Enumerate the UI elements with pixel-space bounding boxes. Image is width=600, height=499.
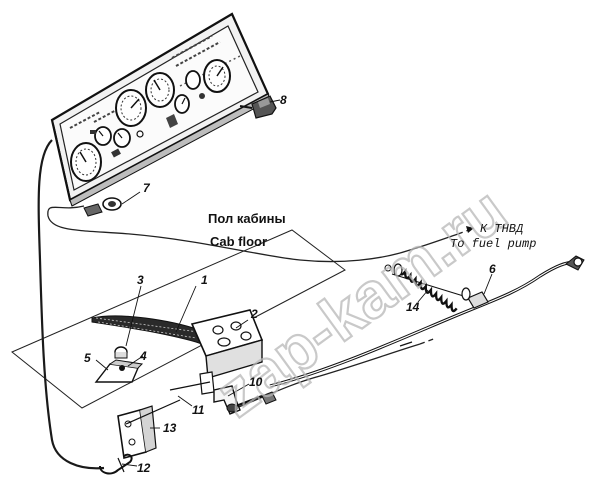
label-10: 10 — [249, 375, 263, 389]
cab-floor-label-ru: Пол кабины — [208, 211, 286, 226]
cab-floor-plane — [11, 229, 346, 409]
label-6: 6 — [489, 262, 496, 276]
arrow-fuel-pump — [466, 226, 474, 233]
fuel-pump-label-en: To fuel pump — [450, 237, 536, 251]
label-8: 8 — [280, 93, 287, 107]
rod-6 — [269, 255, 585, 388]
cable-upper — [47, 205, 459, 263]
fuel-pump-label-ru: К ТНВД — [480, 222, 523, 236]
label-5: 5 — [84, 351, 91, 365]
switch-8 — [239, 95, 277, 119]
label-13: 13 — [163, 421, 177, 435]
label-2: 2 — [250, 307, 258, 321]
label-7: 7 — [143, 181, 151, 195]
leader-lines — [95, 99, 493, 467]
cable-left — [37, 139, 105, 470]
spring-14 — [384, 263, 471, 313]
label-4: 4 — [139, 349, 147, 363]
accelerator-pedal — [91, 309, 277, 415]
bracket-13 — [117, 399, 181, 460]
connector-7 — [83, 197, 122, 217]
label-3: 3 — [137, 273, 144, 287]
clip-12 — [99, 453, 133, 475]
cable-lower — [235, 343, 421, 409]
label-11: 11 — [192, 403, 205, 417]
cab-floor-label-en: Cab floor — [210, 234, 267, 249]
gauge-large-right — [203, 59, 231, 93]
gauge-small-1 — [94, 126, 112, 146]
label-14: 14 — [406, 300, 420, 314]
gauge-small-4 — [185, 70, 201, 90]
gauge-small-2 — [113, 128, 131, 148]
gauge-small-3 — [174, 94, 190, 114]
bracket-5 — [94, 359, 144, 383]
speedometer — [115, 89, 147, 127]
instrument-panel — [50, 12, 271, 207]
label-12: 12 — [137, 461, 151, 475]
tachometer — [145, 72, 175, 108]
stop-bolt-3 — [114, 346, 128, 359]
label-1: 1 — [201, 273, 208, 287]
gauge-large-left — [70, 142, 102, 182]
